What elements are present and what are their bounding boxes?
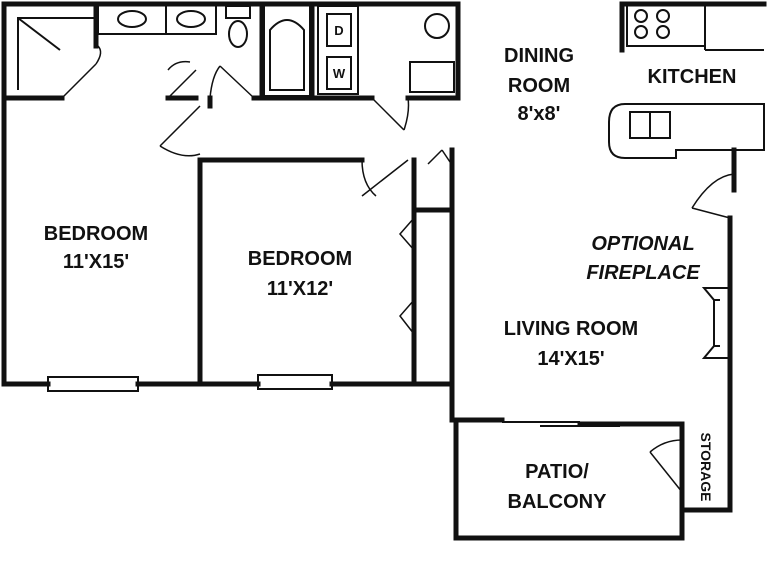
door bbox=[159, 105, 201, 147]
walls bbox=[1, 1, 767, 541]
burner-icon bbox=[656, 9, 670, 23]
dining-room-name-line1: DINING bbox=[504, 45, 574, 67]
door-swing bbox=[649, 439, 683, 453]
door-swing bbox=[159, 145, 201, 157]
window bbox=[47, 376, 139, 392]
patio-label-line2: BALCONY bbox=[508, 491, 608, 513]
dryer-icon bbox=[326, 13, 352, 47]
door-swing bbox=[361, 159, 377, 197]
water-heater-icon bbox=[424, 13, 450, 39]
patio-label-line1: PATIO/ bbox=[525, 461, 589, 483]
fireplace-label-line2: FIREPLACE bbox=[586, 262, 700, 284]
door-swing bbox=[691, 173, 735, 209]
doors bbox=[61, 45, 735, 493]
bedroom-left-name: BEDROOM bbox=[44, 223, 148, 245]
kitchen-name: KITCHEN bbox=[648, 66, 737, 88]
door bbox=[219, 65, 255, 99]
bathtub-basin bbox=[269, 19, 305, 91]
utility-cabinet bbox=[409, 61, 455, 93]
washer-label: W bbox=[333, 66, 346, 81]
door bbox=[61, 63, 97, 99]
sink-right-icon bbox=[176, 10, 206, 28]
living-room-size: 14'X15' bbox=[537, 348, 604, 370]
closet-shelf bbox=[17, 17, 61, 51]
door-swing bbox=[403, 97, 410, 131]
door bbox=[371, 97, 405, 131]
door bbox=[361, 159, 409, 197]
bedroom-left-size: 11'X15' bbox=[63, 251, 129, 273]
door bbox=[167, 69, 197, 99]
door bbox=[441, 149, 451, 163]
bifold-door bbox=[399, 299, 415, 335]
washer-icon bbox=[326, 56, 352, 90]
fireplace-label-line1: OPTIONAL bbox=[591, 233, 694, 255]
bedroom-center-name: BEDROOM bbox=[248, 248, 352, 270]
door-swing bbox=[167, 60, 191, 71]
burner-icon bbox=[656, 25, 670, 39]
door bbox=[649, 451, 683, 493]
toilet-bowl-icon bbox=[228, 20, 248, 48]
dryer-label: D bbox=[334, 23, 343, 38]
bifold-door bbox=[399, 217, 415, 251]
sink-left-icon bbox=[117, 10, 147, 28]
dining-room-size: 8'x8' bbox=[518, 103, 561, 125]
toilet-tank bbox=[225, 5, 251, 19]
burner-icon bbox=[634, 9, 648, 23]
door-swing bbox=[209, 65, 221, 99]
fixtures: D W bbox=[17, 3, 765, 359]
bedroom-center-size: 11'X12' bbox=[267, 278, 333, 300]
labels: BEDROOM 11'X15' BEDROOM 11'X12' DINING R… bbox=[44, 45, 737, 513]
burner-icon bbox=[634, 25, 648, 39]
closet-outline bbox=[17, 17, 96, 90]
storage-label: STORAGE bbox=[698, 433, 714, 502]
door bbox=[691, 207, 731, 219]
door-swing bbox=[95, 45, 102, 65]
door bbox=[427, 149, 443, 165]
dining-room-name-line2: ROOM bbox=[508, 75, 570, 97]
fireplace-icon bbox=[701, 287, 731, 359]
window bbox=[257, 374, 333, 390]
living-room-name: LIVING ROOM bbox=[504, 318, 638, 340]
